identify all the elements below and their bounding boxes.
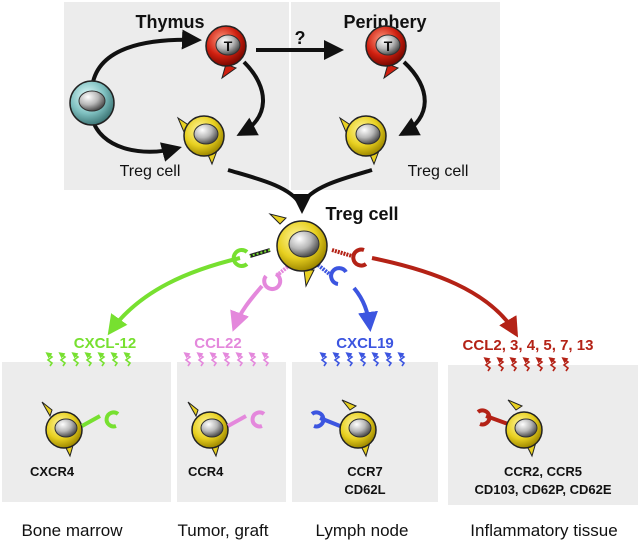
chemokine-gradient-arrow	[261, 352, 270, 367]
chemokine-gradient-arrow	[183, 352, 192, 367]
chemokine-gradient-arrow	[384, 352, 393, 367]
tissue-tumor-label: Tumor, graft	[177, 521, 268, 540]
chemokine-gradient-arrow	[222, 352, 231, 367]
t-cell-letter: T	[384, 38, 393, 54]
receptor-ccr7-label: CCR7	[347, 464, 382, 479]
tissue-bone-marrow-label: Bone marrow	[21, 521, 123, 540]
chemokine-gradient-arrow	[397, 352, 406, 367]
chemokine-gradient-arrow	[123, 352, 132, 367]
progenitor-to-treg-arrow	[90, 117, 182, 162]
teff-to-treg-periphery-arrow	[398, 60, 427, 136]
bone-marrow-migration-arrow	[107, 256, 241, 336]
thymus-t-cell-icon: T	[205, 25, 247, 80]
tissue-lymph-node-label: Lymph node	[316, 521, 409, 540]
central-treg-title: Treg cell	[325, 204, 398, 224]
treg-label-periphery: Treg cell	[408, 163, 469, 180]
chemokine-gradient-arrow	[522, 357, 531, 372]
thymus-title: Thymus	[135, 12, 204, 32]
chemokine-gradient-arrow	[196, 352, 205, 367]
chemokine-cxcl19-label: CXCL19	[336, 335, 394, 352]
chemokine-gradient-arrow	[97, 352, 106, 367]
chemokine-gradient-arrow	[71, 352, 80, 367]
t-cell-letter: T	[224, 38, 233, 54]
periphery-convergence-arrow	[292, 168, 373, 214]
chemokine-gradient-arrow	[209, 352, 218, 367]
chemokine-gradient-arrow	[496, 357, 505, 372]
chemokine-gradient-arrow	[358, 352, 367, 367]
receptor-cxcr4-label: CXCR4	[30, 464, 75, 479]
periphery-t-cell-icon: T	[365, 25, 407, 80]
receptor-cd103-label: CD103, CD62P, CD62E	[474, 482, 611, 497]
inflammatory-treg-cell-icon	[476, 399, 543, 458]
tumor-treg-cell-icon	[187, 401, 266, 458]
receptor-cd62l-label: CD62L	[344, 482, 385, 497]
chemokine-gradient-arrow	[332, 352, 341, 367]
chemokine-gradient-arrow	[235, 352, 244, 367]
chemokine-gradient-arrow	[248, 352, 257, 367]
progenitor-cell-icon	[69, 80, 115, 126]
chemokine-gradient-arrow	[319, 352, 328, 367]
question-mark: ?	[295, 28, 306, 48]
lymph-migration-arrow	[352, 286, 378, 332]
receptor-ccr4-label: CCR4	[188, 464, 224, 479]
chemokine-gradient-arrow	[548, 357, 557, 372]
lymph-node-treg-cell-icon	[310, 399, 377, 458]
inflammatory-panel	[448, 365, 638, 505]
cxcl19-gradient-icon	[319, 352, 406, 367]
chemokine-gradient-arrow	[371, 352, 380, 367]
chemokine-gradient-arrow	[345, 352, 354, 367]
ccl-gradient-icon	[483, 357, 570, 372]
chemokine-gradient-arrow	[535, 357, 544, 372]
chemokine-ccl22-label: CCL22	[194, 335, 242, 352]
cxcl12-gradient-icon	[45, 352, 132, 367]
periphery-treg-cell-icon	[338, 115, 387, 166]
inflammatory-migration-arrow	[371, 256, 519, 338]
tumor-migration-arrow	[230, 284, 264, 332]
ccl22-gradient-icon	[183, 352, 270, 367]
chemokine-gradient-arrow	[58, 352, 67, 367]
ccr4-receptor-icon	[262, 272, 283, 292]
periphery-title: Periphery	[343, 12, 426, 32]
receptor-ccr2-ccr5-label: CCR2, CCR5	[504, 464, 582, 479]
chemokine-cxcl12-label: CXCL-12	[74, 335, 137, 352]
treg-label-thymus: Treg cell	[120, 163, 181, 180]
chemokine-gradient-arrow	[561, 357, 570, 372]
ccr2-receptor-icon	[351, 247, 368, 268]
thymus-treg-cell-icon	[176, 115, 225, 166]
ccr7-receptor-icon	[329, 266, 348, 286]
teff-to-treg-thymus-arrow	[236, 60, 265, 136]
chemokine-gradient-arrow	[509, 357, 518, 372]
chemokine-gradient-arrow	[84, 352, 93, 367]
progenitor-to-teff-arrow	[90, 29, 202, 89]
bone-marrow-treg-cell-icon	[41, 401, 120, 458]
chemokine-gradient-arrow	[110, 352, 119, 367]
chemokine-gradient-arrow	[483, 357, 492, 372]
tissue-inflammatory-label: Inflammatory tissue	[470, 521, 617, 540]
bone-marrow-panel	[2, 362, 171, 502]
central-treg-cell-icon	[268, 213, 328, 288]
chemokine-ccl-label: CCL2, 3, 4, 5, 7, 13	[463, 337, 594, 354]
chemokine-gradient-arrow	[45, 352, 54, 367]
